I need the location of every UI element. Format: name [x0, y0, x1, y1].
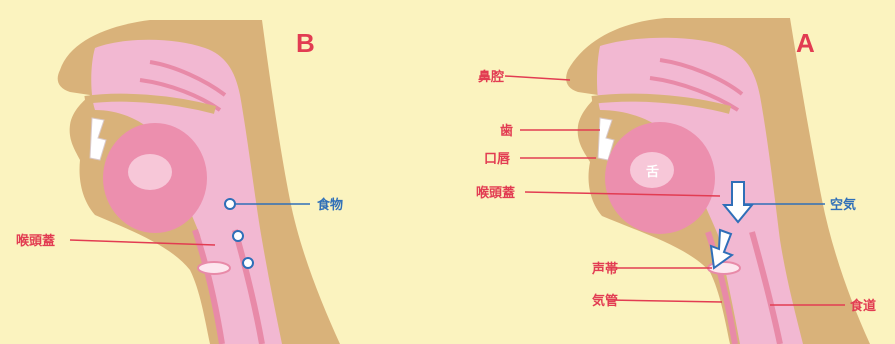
label-lips: 口唇 [484, 151, 511, 167]
label-vocal-cords: 声帯 [591, 261, 618, 277]
label-esophagus: 食道 [850, 298, 876, 314]
label-trachea: 気管 [592, 293, 618, 309]
label-air: 空気 [830, 197, 856, 213]
label-food: 食物 [317, 197, 343, 213]
panel-letter-a: A [796, 28, 815, 58]
label-epiglottis-a: 喉頭蓋 [476, 185, 515, 201]
label-tongue: 舌 [646, 164, 659, 180]
label-teeth: 歯 [500, 123, 513, 139]
panel-letter-b: B [296, 28, 315, 58]
label-epiglottis-b: 喉頭蓋 [16, 233, 55, 249]
label-nasal-cavity: 鼻腔 [478, 69, 504, 85]
